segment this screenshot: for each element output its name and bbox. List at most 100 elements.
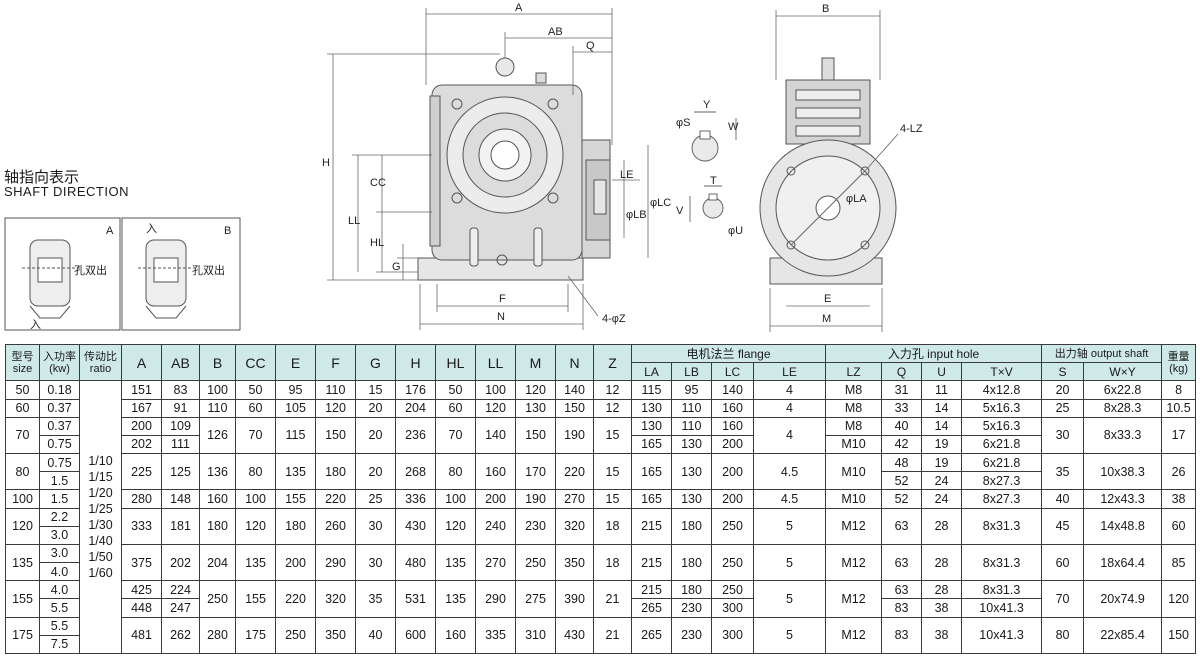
table-cell: 60 — [1161, 507, 1197, 545]
table-row: 3.0 — [6, 525, 1196, 545]
table-cell: 48 — [881, 453, 923, 473]
header-tv: T×V — [961, 362, 1043, 382]
table-cell: 8x33.3 — [1083, 416, 1163, 455]
header-hl: HL — [435, 343, 476, 382]
table-cell: 215 — [631, 543, 672, 582]
table-cell: 375 — [121, 543, 162, 582]
table-cell: 8 — [1161, 380, 1197, 400]
table-cell: 151 — [121, 380, 162, 400]
table-cell: 52 — [881, 471, 923, 491]
header-le: LE — [752, 362, 827, 382]
table-cell: M10 — [825, 453, 883, 491]
table-cell: 120 — [315, 398, 356, 418]
table-cell: 20 — [355, 398, 396, 418]
table-cell: 60 — [435, 398, 476, 418]
table-cell: 202 — [121, 434, 162, 455]
table-cell: 204 — [199, 543, 236, 582]
table-cell: 180 — [315, 453, 356, 491]
table-cell: 45 — [1041, 507, 1085, 545]
table-cell: 15 — [593, 489, 632, 509]
dim-label-ll: LL — [348, 215, 360, 227]
table-cell: 70 — [1041, 580, 1085, 618]
table-cell: 165 — [631, 453, 672, 491]
table-cell: 15 — [593, 416, 632, 455]
header-output-shaft: 出力轴 output shaft — [1041, 343, 1163, 364]
table-cell: 8x28.3 — [1083, 398, 1163, 418]
dim-label-a: A — [515, 2, 523, 14]
table-cell: 280 — [199, 616, 236, 655]
table-cell: 190 — [515, 489, 556, 509]
table-cell: 12x43.3 — [1083, 489, 1163, 509]
table-cell: M12 — [825, 616, 883, 655]
table-cell: 110 — [671, 398, 712, 418]
table-cell: 70 — [5, 416, 40, 455]
header-e: E — [275, 343, 316, 382]
table-cell: 240 — [475, 507, 516, 545]
table-cell: 83 — [881, 598, 923, 618]
table-cell: 480 — [395, 543, 436, 582]
table-cell: 6x21.8 — [961, 453, 1043, 473]
table-cell: 4.0 — [39, 580, 80, 600]
gearbox-end-view — [759, 57, 897, 285]
technical-drawing: A AB Q H LL CC HL G F N 4-φZ LE φLB φLC … — [4, 2, 923, 332]
table-cell: 33 — [881, 398, 923, 418]
table-cell: 155 — [235, 580, 276, 618]
table-cell: 25 — [355, 489, 396, 509]
table-cell: 250 — [275, 616, 316, 655]
header-ab: AB — [161, 343, 200, 382]
table-cell: 80 — [5, 453, 40, 491]
header-lb: LB — [671, 362, 712, 382]
dim-label-y: Y — [703, 99, 711, 111]
table-row: 7.5 — [6, 634, 1196, 655]
table-cell: 70 — [235, 416, 276, 455]
table-cell: 320 — [315, 580, 356, 618]
table-cell: 155 — [5, 580, 40, 618]
table-cell: 2.2 — [39, 507, 80, 527]
table-cell: 135 — [435, 543, 476, 582]
table-cell: 180 — [671, 507, 712, 545]
table-cell: 30 — [355, 507, 396, 545]
table-cell: 333 — [121, 507, 162, 545]
header-input-hole: 入力孔 input hole — [825, 343, 1043, 364]
table-cell: 175 — [235, 616, 276, 655]
table-cell: 135 — [435, 580, 476, 618]
dim-label-lb: φLB — [626, 209, 647, 221]
header-cc: CC — [235, 343, 276, 382]
header-z: Z — [593, 343, 632, 382]
table-cell: 130 — [671, 453, 712, 491]
table-cell: 20 — [1041, 380, 1085, 400]
table-cell: M8 — [825, 416, 883, 436]
table-cell: 8x27.3 — [961, 489, 1043, 509]
table-cell: 3.0 — [39, 525, 80, 545]
table-cell: 15 — [355, 380, 396, 400]
dim-label-m: M — [822, 313, 831, 325]
table-cell: 110 — [315, 380, 356, 400]
header-s: S — [1041, 362, 1085, 382]
header-weight: 重量(kg) — [1161, 343, 1197, 382]
table-cell: 4 — [752, 398, 827, 418]
main-dimension-lines — [327, 8, 649, 330]
table-cell: 190 — [555, 416, 594, 455]
table-cell: 42 — [881, 434, 923, 455]
table-cell: 10x38.3 — [1083, 453, 1163, 491]
table-cell: 110 — [671, 416, 712, 436]
table-cell: 481 — [121, 616, 162, 655]
shaft-box-a-text: 孔双出 — [74, 263, 107, 277]
table-cell: 225 — [121, 453, 162, 491]
table-cell: 50 — [235, 380, 276, 400]
table-cell: 130 — [631, 416, 672, 436]
table-cell: M10 — [825, 489, 883, 509]
table-cell: 31 — [881, 380, 923, 400]
table-cell: 180 — [671, 543, 712, 582]
table-cell: 136 — [199, 453, 236, 491]
gearbox-front-view — [417, 57, 611, 281]
table-cell: 247 — [161, 598, 200, 618]
table-cell: 14x48.8 — [1083, 507, 1163, 545]
table-cell: 10.5 — [1161, 398, 1197, 418]
table-cell: 11 — [921, 380, 963, 400]
table-cell: 60 — [5, 398, 40, 418]
